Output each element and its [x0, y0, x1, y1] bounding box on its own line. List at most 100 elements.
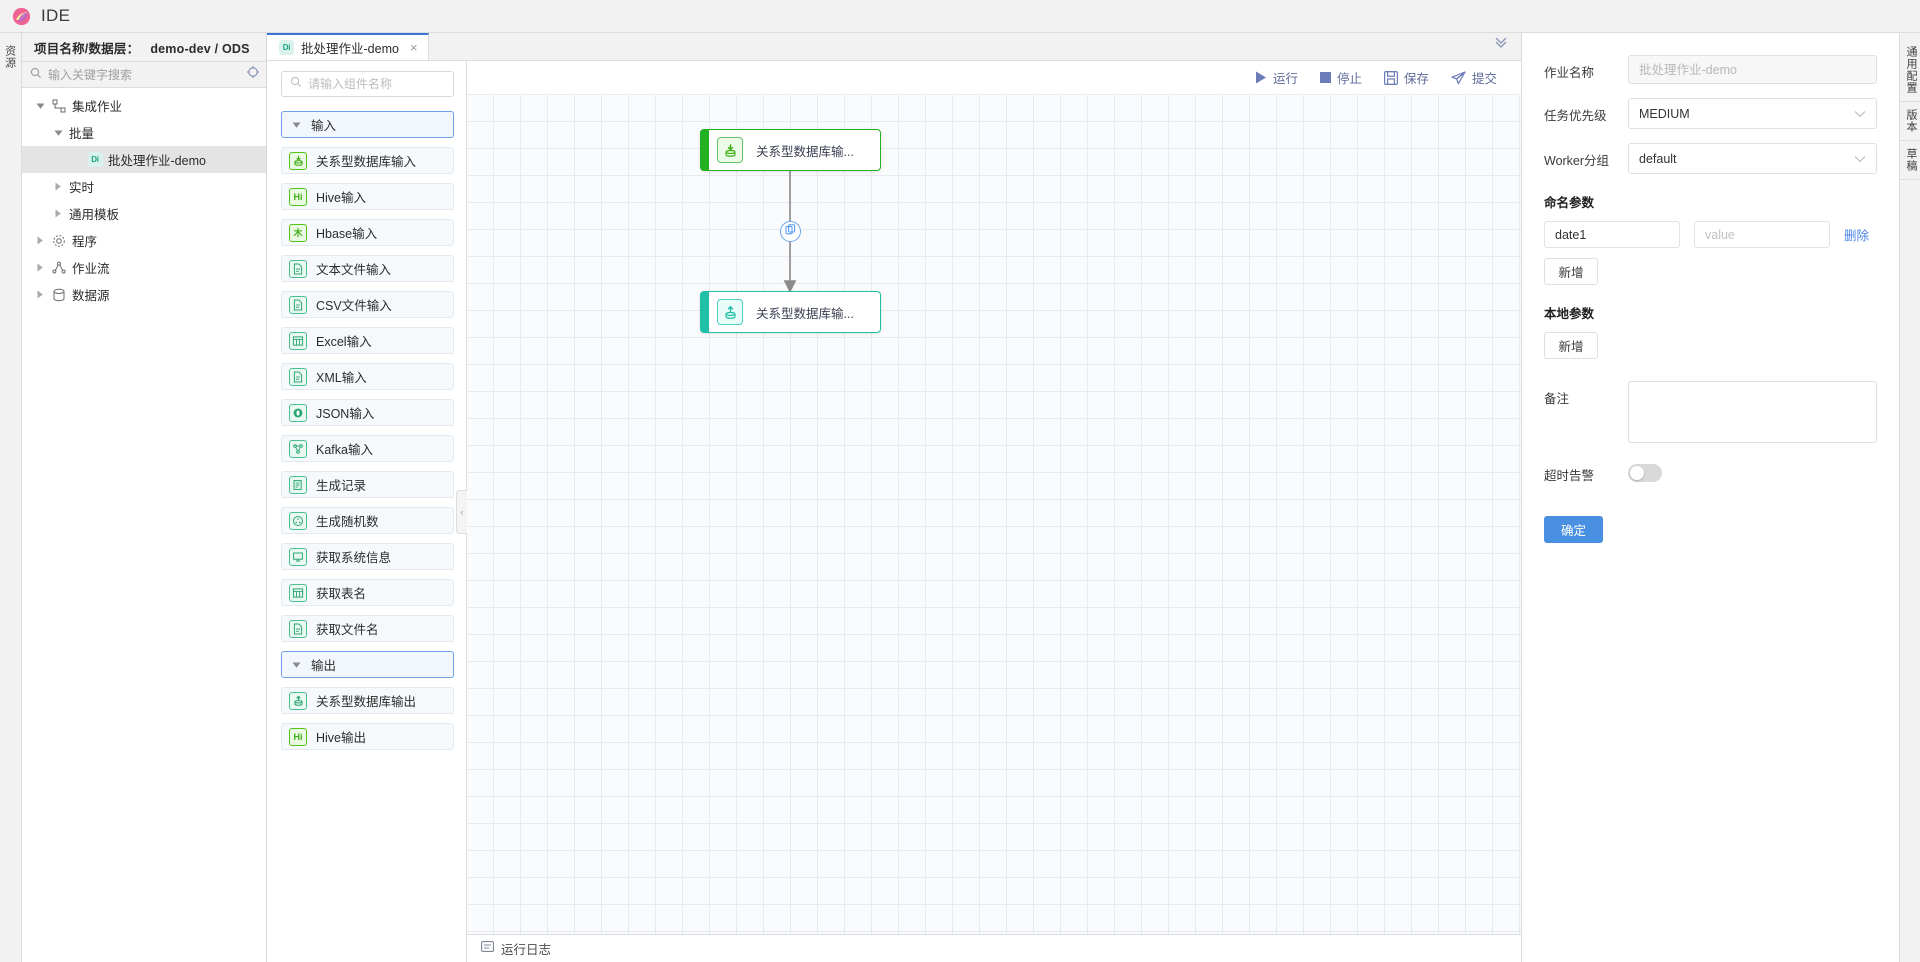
- tree-item-4[interactable]: 通用模板: [22, 200, 266, 227]
- palette-search-input[interactable]: [308, 77, 463, 91]
- title-bar: IDE: [0, 0, 1920, 33]
- play-icon: [1255, 71, 1266, 84]
- param-value-input[interactable]: [1694, 221, 1830, 248]
- timeout-alarm-toggle[interactable]: [1628, 464, 1662, 482]
- tree-item-label: 通用模板: [69, 208, 120, 222]
- tab-bar-actions: [1493, 33, 1521, 60]
- add-local-param-button[interactable]: 新增: [1544, 332, 1598, 359]
- chevron-down-icon: [1854, 152, 1866, 166]
- caret-right-icon[interactable]: [52, 182, 64, 191]
- delete-param-link[interactable]: 删除: [1844, 229, 1870, 243]
- right-tab-0[interactable]: 通用配置: [1900, 39, 1920, 102]
- job-name-input[interactable]: [1628, 55, 1877, 84]
- save-icon: [1383, 70, 1398, 85]
- caret-right-icon[interactable]: [34, 236, 46, 245]
- job-name-label: 作业名称: [1544, 66, 1595, 80]
- palette-item-7[interactable]: XML输入: [281, 363, 454, 390]
- palette-item-10[interactable]: 生成记录: [281, 471, 454, 498]
- palette-group-15[interactable]: 输出: [281, 651, 454, 678]
- add-named-param-button[interactable]: 新增: [1544, 258, 1598, 285]
- file-name-icon: [289, 619, 307, 638]
- run-label: 运行: [1272, 72, 1298, 86]
- palette-item-label: 文本文件输入: [316, 263, 392, 277]
- tree-item-0[interactable]: 集成作业: [22, 92, 266, 119]
- stop-button[interactable]: 停止: [1319, 68, 1362, 87]
- app-logo-icon: [12, 7, 31, 26]
- caret-down-icon[interactable]: [34, 102, 46, 110]
- param-key-input[interactable]: [1544, 221, 1680, 248]
- run-button[interactable]: 运行: [1255, 68, 1298, 87]
- palette-item-5[interactable]: CSV文件输入: [281, 291, 454, 318]
- save-label: 保存: [1403, 72, 1429, 86]
- sidebar-tab-resources[interactable]: 资源: [3, 45, 16, 69]
- tree-item-3[interactable]: 实时: [22, 173, 266, 200]
- stop-icon: [1319, 72, 1331, 83]
- edge-copy-badge[interactable]: [779, 220, 801, 242]
- editor-area: Di 批处理作业-demo ×: [267, 33, 1521, 962]
- submit-label: 提交: [1471, 72, 1497, 86]
- caret-right-icon[interactable]: [34, 290, 46, 299]
- palette-item-1[interactable]: 关系型数据库输入: [281, 147, 454, 174]
- tree-item-5[interactable]: 程序: [22, 227, 266, 254]
- flow-node-0[interactable]: 关系型数据库输...: [700, 129, 881, 171]
- palette-item-4[interactable]: 文本文件输入: [281, 255, 454, 282]
- run-log-label[interactable]: 运行日志: [501, 943, 552, 957]
- locate-icon[interactable]: [246, 65, 260, 84]
- csv-file-icon: [289, 295, 307, 314]
- flow-node-1[interactable]: 关系型数据库输...: [700, 291, 881, 333]
- caret-right-icon[interactable]: [34, 263, 46, 272]
- confirm-button[interactable]: 确定: [1544, 516, 1604, 543]
- left-vertical-strip: 资源: [0, 33, 22, 962]
- palette-item-11[interactable]: 生成随机数: [281, 507, 454, 534]
- hive-icon: Hi: [289, 727, 307, 746]
- palette-item-label: Hive输入: [316, 191, 367, 205]
- hive-icon: Hi: [289, 187, 307, 206]
- palette-item-9[interactable]: Kafka输入: [281, 435, 454, 462]
- text-file-icon: [289, 259, 307, 278]
- submit-button[interactable]: 提交: [1451, 68, 1497, 87]
- worker-group-value: default: [1639, 151, 1677, 166]
- right-tab-1[interactable]: 版本: [1900, 102, 1920, 141]
- database-out-icon: [717, 299, 743, 325]
- palette-item-2[interactable]: Hi Hive输入: [281, 183, 454, 210]
- palette-item-6[interactable]: Excel输入: [281, 327, 454, 354]
- tree-item-label: 批处理作业-demo: [108, 154, 206, 168]
- palette-item-14[interactable]: 获取文件名: [281, 615, 454, 642]
- caret-down-icon[interactable]: [52, 129, 64, 137]
- double-chevron-up-icon[interactable]: [1493, 37, 1509, 56]
- xml-file-icon: [289, 367, 307, 386]
- palette-item-12[interactable]: 获取系统信息: [281, 543, 454, 570]
- close-icon[interactable]: ×: [409, 40, 418, 55]
- kafka-icon: [289, 439, 307, 458]
- caret-right-icon[interactable]: [52, 209, 64, 218]
- status-bar: 运行日志: [467, 934, 1521, 962]
- database-out-icon: [289, 691, 307, 710]
- flow-canvas[interactable]: 关系型数据库输... 关系型数据库输...: [467, 94, 1521, 934]
- tree-item-1[interactable]: 批量: [22, 119, 266, 146]
- palette-group-label: 输出: [311, 659, 337, 673]
- gear-icon: [51, 234, 67, 248]
- palette-item-label: XML输入: [316, 371, 367, 385]
- tree-item-label: 作业流: [72, 262, 110, 276]
- palette-item-13[interactable]: 获取表名: [281, 579, 454, 606]
- worker-group-select[interactable]: default: [1628, 143, 1877, 174]
- right-tab-2[interactable]: 草稿: [1900, 141, 1920, 180]
- di-badge-icon: Di: [279, 40, 294, 55]
- worker-group-label: Worker分组: [1544, 154, 1610, 168]
- tree-item-7[interactable]: 数据源: [22, 281, 266, 308]
- tree-item-6[interactable]: 作业流: [22, 254, 266, 281]
- palette-item-8[interactable]: JSON输入: [281, 399, 454, 426]
- priority-select[interactable]: MEDIUM: [1628, 98, 1877, 129]
- remark-textarea[interactable]: [1628, 381, 1877, 443]
- palette-item-16[interactable]: 关系型数据库输出: [281, 687, 454, 714]
- tree-search-input[interactable]: [48, 67, 240, 82]
- palette-item-label: Excel输入: [316, 335, 372, 349]
- tree-search-bar: [22, 62, 266, 88]
- palette-group-0[interactable]: 输入: [281, 111, 454, 138]
- chevron-left-icon[interactable]: ‹: [456, 489, 467, 534]
- save-button[interactable]: 保存: [1383, 68, 1429, 87]
- tab-batch-job-demo[interactable]: Di 批处理作业-demo ×: [267, 33, 429, 60]
